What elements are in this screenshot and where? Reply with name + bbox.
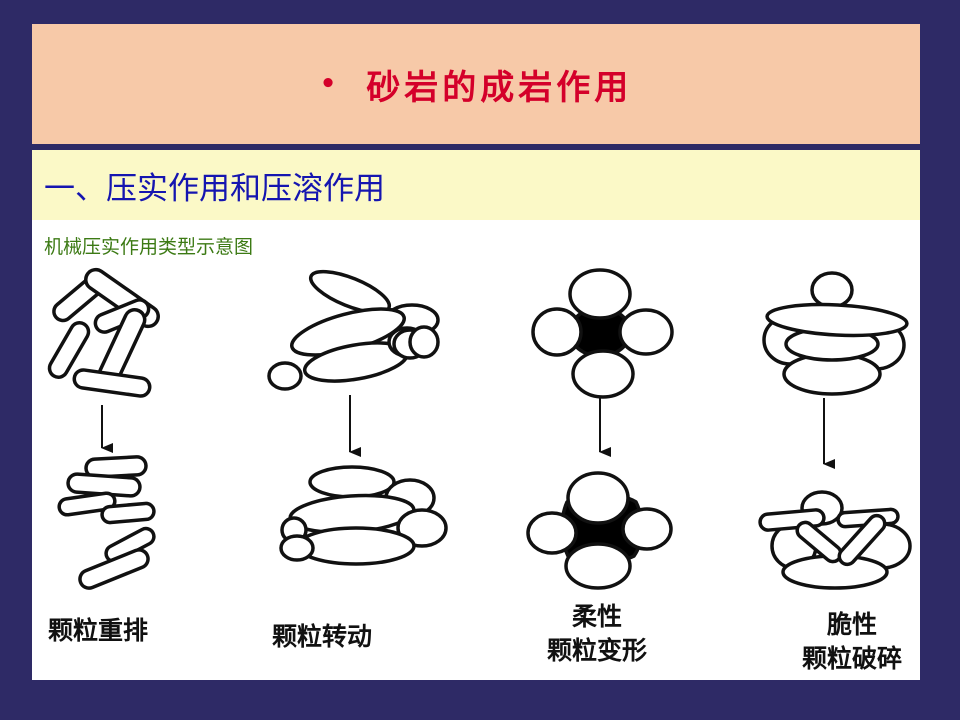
label-line: 颗粒转动: [272, 622, 373, 651]
grain: [267, 361, 303, 391]
label-line: 颗粒破碎: [801, 644, 902, 673]
grain: [618, 308, 674, 356]
diagram-subtitle: 机械压实作用类型示意图: [44, 236, 254, 258]
panel-4-label: 脆性 颗粒破碎: [784, 608, 920, 676]
label-line: 柔性: [571, 602, 622, 631]
panel-1-after: [57, 455, 156, 590]
grain: [78, 548, 150, 590]
label-line: 颗粒变形: [546, 636, 647, 665]
grain: [100, 501, 156, 525]
label-line: 脆性: [826, 610, 877, 639]
grain: [564, 542, 632, 590]
grain: [279, 534, 315, 562]
panel-2-after: [279, 465, 448, 566]
grain: [408, 325, 440, 359]
section-heading: 一、压实作用和压溶作用: [44, 170, 385, 207]
grain: [72, 368, 152, 398]
grain-fragment: [837, 513, 887, 567]
title-banner: • 砂岩的成岩作用: [32, 24, 920, 144]
grain: [566, 471, 630, 525]
panel-1-label: 颗粒重排: [48, 614, 148, 648]
label-line: 颗粒重排: [48, 616, 149, 645]
grain: [621, 507, 673, 551]
slide-title: 砂岩的成岩作用: [366, 67, 633, 108]
grain: [308, 465, 396, 499]
panel-4-after: [758, 490, 912, 590]
grain: [396, 508, 448, 548]
grain: [296, 526, 416, 566]
panel-3-before: [531, 268, 674, 399]
panel-2-before: [267, 269, 440, 391]
panel-3-label: 柔性 颗粒变形: [532, 600, 662, 668]
title-bullet: •: [319, 69, 337, 99]
diagram-area: 机械压实作用类型示意图: [32, 220, 920, 680]
panel-3-after: [526, 471, 673, 590]
grain: [531, 307, 583, 357]
section-bar: 一、压实作用和压溶作用: [32, 150, 920, 220]
panel-2-label: 颗粒转动: [272, 620, 372, 654]
panel-1-before: [47, 267, 160, 398]
compaction-diagram: [47, 267, 912, 590]
grain: [57, 491, 117, 517]
panel-4-before: [762, 271, 909, 396]
grain: [571, 349, 635, 399]
grain: [765, 302, 909, 338]
grain: [47, 321, 91, 379]
grain: [568, 268, 632, 320]
grain: [526, 511, 578, 555]
grain: [810, 271, 854, 309]
